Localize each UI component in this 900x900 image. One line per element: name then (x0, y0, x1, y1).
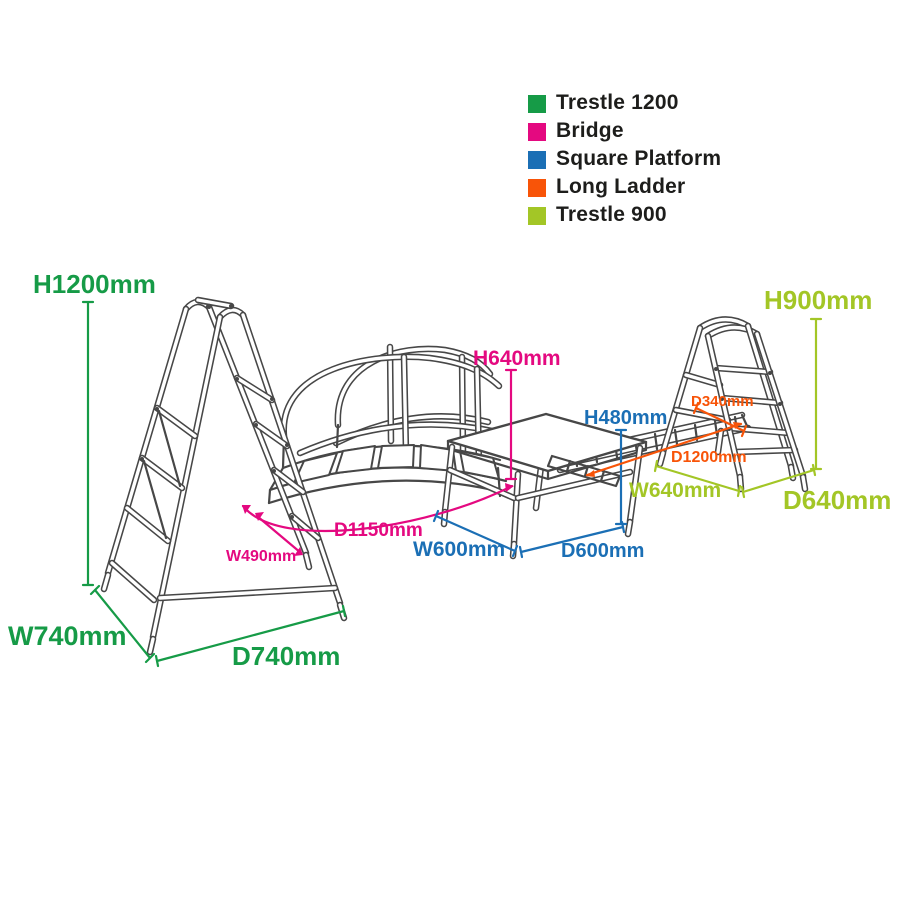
dim-trestle900-height: H900mm (764, 285, 872, 471)
legend-item-bridge: Bridge (528, 119, 624, 142)
dim-label-trestle1200-width: W740mm (8, 621, 127, 651)
square-platform-drawing (440, 412, 648, 560)
dim-label-trestle1200-depth: D740mm (232, 641, 340, 671)
dim-label-platform-width: W600mm (413, 538, 505, 561)
dim-label-platform-depth: D600mm (561, 540, 644, 562)
legend-label-long-ladder: Long Ladder (556, 175, 685, 198)
trestle-1200-drawing (100, 296, 348, 656)
dim-platform-width: W600mm (413, 509, 519, 561)
dim-platform-depth: D600mm (518, 520, 644, 562)
dim-bridge-width: W490mm (226, 512, 303, 565)
legend-swatch-long-ladder-icon (528, 179, 546, 197)
bridge-drawing (267, 343, 508, 505)
legend-item-trestle-1200: Trestle 1200 (528, 91, 679, 114)
dim-label-ladder-length: D1200mm (671, 449, 747, 466)
dim-trestle1200-width: W740mm (8, 584, 156, 664)
legend-label-trestle-1200: Trestle 1200 (556, 91, 679, 114)
dim-trestle900-depth: D640mm (740, 463, 891, 515)
dim-label-trestle900-height: H900mm (764, 285, 872, 315)
dim-platform-height: H480mm (584, 407, 667, 526)
legend-swatch-bridge-icon (528, 123, 546, 141)
legend-label-trestle-900: Trestle 900 (556, 203, 667, 226)
dim-trestle900-width: W640mm (629, 459, 742, 502)
dim-bridge-height: H640mm (473, 347, 561, 481)
legend-item-trestle-900: Trestle 900 (528, 203, 667, 226)
dim-ladder-width: D340mm (691, 393, 754, 438)
legend-swatch-trestle-900-icon (528, 207, 546, 225)
dim-label-bridge-length: D1150mm (334, 520, 423, 541)
legend-label-bridge: Bridge (556, 119, 624, 142)
dim-ladder-length: D1200mm (585, 422, 747, 477)
dim-label-platform-height: H480mm (584, 407, 667, 429)
legend-swatch-trestle-1200-icon (528, 95, 546, 113)
legend-swatch-square-platform-icon (528, 151, 546, 169)
dim-trestle1200-depth: D740mm (154, 604, 347, 671)
dim-label-trestle900-depth: D640mm (783, 485, 891, 515)
legend-item-square-platform: Square Platform (528, 147, 721, 170)
legend-label-square-platform: Square Platform (556, 147, 721, 170)
dim-label-bridge-width: W490mm (226, 548, 296, 565)
legend-item-long-ladder: Long Ladder (528, 175, 685, 198)
dim-label-trestle900-width: W640mm (629, 479, 721, 502)
dim-label-ladder-width: D340mm (691, 393, 754, 410)
dim-trestle1200-height: H1200mm (33, 269, 156, 587)
legend: Trestle 1200 Bridge Square Platform Long… (528, 91, 721, 226)
dim-label-bridge-height: H640mm (473, 347, 561, 370)
dim-label-trestle1200-height: H1200mm (33, 269, 156, 299)
